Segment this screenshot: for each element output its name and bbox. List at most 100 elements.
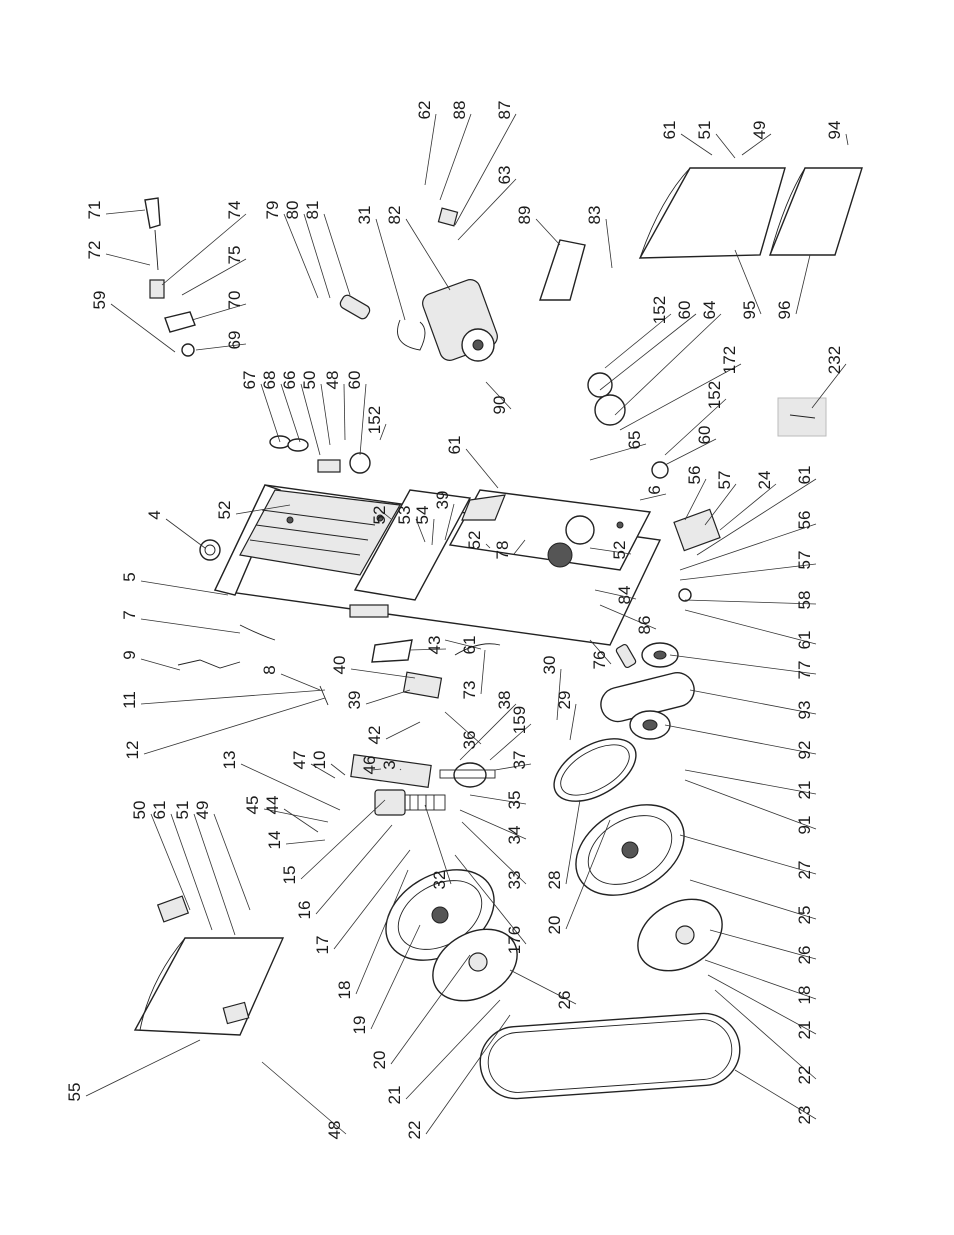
part-label-l18a: 18 [335, 981, 354, 1000]
part-label-l90: 90 [490, 396, 509, 415]
leader-line-l5 [140, 580, 229, 596]
part-label-l10: 10 [310, 751, 329, 770]
leader-line-l51b [715, 133, 736, 159]
part-label-l32: 32 [430, 871, 449, 890]
part-label-l88: 88 [450, 101, 469, 120]
leader-line-l56a [684, 478, 707, 521]
part-label-l77: 77 [795, 661, 814, 680]
leader-line-l94 [845, 133, 849, 146]
part-label-l6: 6 [645, 485, 664, 494]
leader-line-l52a [235, 504, 291, 515]
part-label-l65: 65 [625, 431, 644, 450]
leader-line-l21a [405, 999, 501, 1100]
leader-line-l23 [734, 1069, 817, 1120]
part-label-l152a: 152 [365, 406, 384, 434]
small-parts [177, 207, 827, 706]
leader-line-l30 [556, 668, 562, 721]
part-label-l24: 24 [755, 471, 774, 490]
leader-line-l93 [689, 689, 817, 715]
leader-line-l70 [191, 303, 247, 321]
part-label-l61c: 61 [795, 466, 814, 485]
part-label-l89: 89 [515, 206, 534, 225]
leader-line-l68 [280, 383, 301, 443]
part-label-l42: 42 [365, 726, 384, 745]
part-label-l16: 16 [295, 901, 314, 920]
leader-line-l48a [261, 1061, 347, 1135]
part-label-l51a: 51 [173, 801, 192, 820]
part-label-l52b: 52 [370, 506, 389, 525]
part-label-l11: 11 [120, 691, 139, 709]
part-label-l26b: 26 [555, 991, 574, 1010]
leader-line-l21b [684, 769, 817, 795]
pulleys [629, 642, 679, 740]
part-label-l19: 19 [350, 1016, 369, 1035]
part-label-l56b: 56 [795, 511, 814, 530]
part-label-l86: 86 [635, 616, 654, 635]
leader-line-l21c [707, 974, 817, 1035]
leader-line-l91 [684, 779, 817, 830]
part-label-l45: 45 [243, 796, 262, 815]
part-label-l17: 17 [313, 936, 332, 955]
part-label-l14: 14 [265, 831, 284, 850]
guide-assembly [350, 639, 496, 816]
part-label-l176: 176 [505, 926, 524, 954]
right-covers [638, 167, 863, 259]
leader-line-l40 [350, 668, 416, 679]
leader-line-l55 [85, 1039, 201, 1097]
leader-line-l22b [714, 989, 817, 1080]
leader-line-l71 [105, 209, 146, 215]
leader-line-l61f [680, 133, 713, 156]
part-label-l20b: 20 [545, 916, 564, 935]
leader-line-l87 [454, 113, 517, 226]
part-label-l172: 172 [720, 346, 739, 374]
part-label-l91: 91 [795, 816, 814, 835]
leader-line-l63 [457, 178, 517, 241]
part-label-l51b: 51 [695, 121, 714, 140]
part-label-l50b: 50 [300, 371, 319, 390]
part-label-l26a: 26 [795, 946, 814, 965]
leader-line-l10 [330, 763, 346, 776]
leader-line-l15 [300, 799, 386, 880]
leader-line-l75 [181, 258, 247, 296]
leader-line-l42 [385, 721, 421, 740]
leader-line-l14 [285, 839, 326, 845]
part-label-l92: 92 [795, 741, 814, 760]
leader-line-l49b [741, 133, 772, 156]
leader-line-l52c [485, 543, 491, 549]
leader-line-l50b [320, 383, 331, 446]
leader-line-l83 [605, 218, 613, 269]
leader-line-l57a [704, 483, 737, 526]
part-label-l4: 4 [145, 510, 164, 519]
part-label-l49a: 49 [193, 801, 212, 820]
part-label-l28: 28 [545, 871, 564, 890]
leader-line-l45 [263, 808, 329, 823]
leader-line-l80 [303, 213, 331, 299]
part-label-l57a: 57 [715, 471, 734, 490]
tension-assembly [144, 197, 196, 357]
part-label-l84: 84 [615, 586, 634, 605]
leader-line-l172 [619, 363, 742, 431]
leader-line-l46 [371, 768, 382, 771]
part-label-l48a: 48 [325, 1121, 344, 1140]
part-label-l40: 40 [330, 656, 349, 675]
leader-line-l96 [795, 254, 811, 315]
part-label-l69: 69 [225, 331, 244, 350]
leader-line-l232 [811, 363, 847, 409]
leader-line-l51a [193, 813, 236, 936]
leader-line-l65 [589, 443, 647, 461]
part-label-l68: 68 [260, 371, 279, 390]
leader-line-l50a [150, 813, 191, 911]
part-label-l80: 80 [283, 201, 302, 220]
leader-line-l19 [370, 924, 421, 1030]
part-label-l52c: 52 [465, 531, 484, 550]
part-label-l50a: 50 [130, 801, 149, 820]
motor [422, 279, 498, 362]
leader-line-l11 [140, 689, 326, 705]
part-label-l46: 46 [360, 756, 379, 775]
part-label-l13: 13 [220, 751, 239, 770]
part-label-l57b: 57 [795, 551, 814, 570]
part-label-l30: 30 [540, 656, 559, 675]
label-plate [777, 397, 827, 437]
leader-line-l33 [461, 821, 527, 885]
